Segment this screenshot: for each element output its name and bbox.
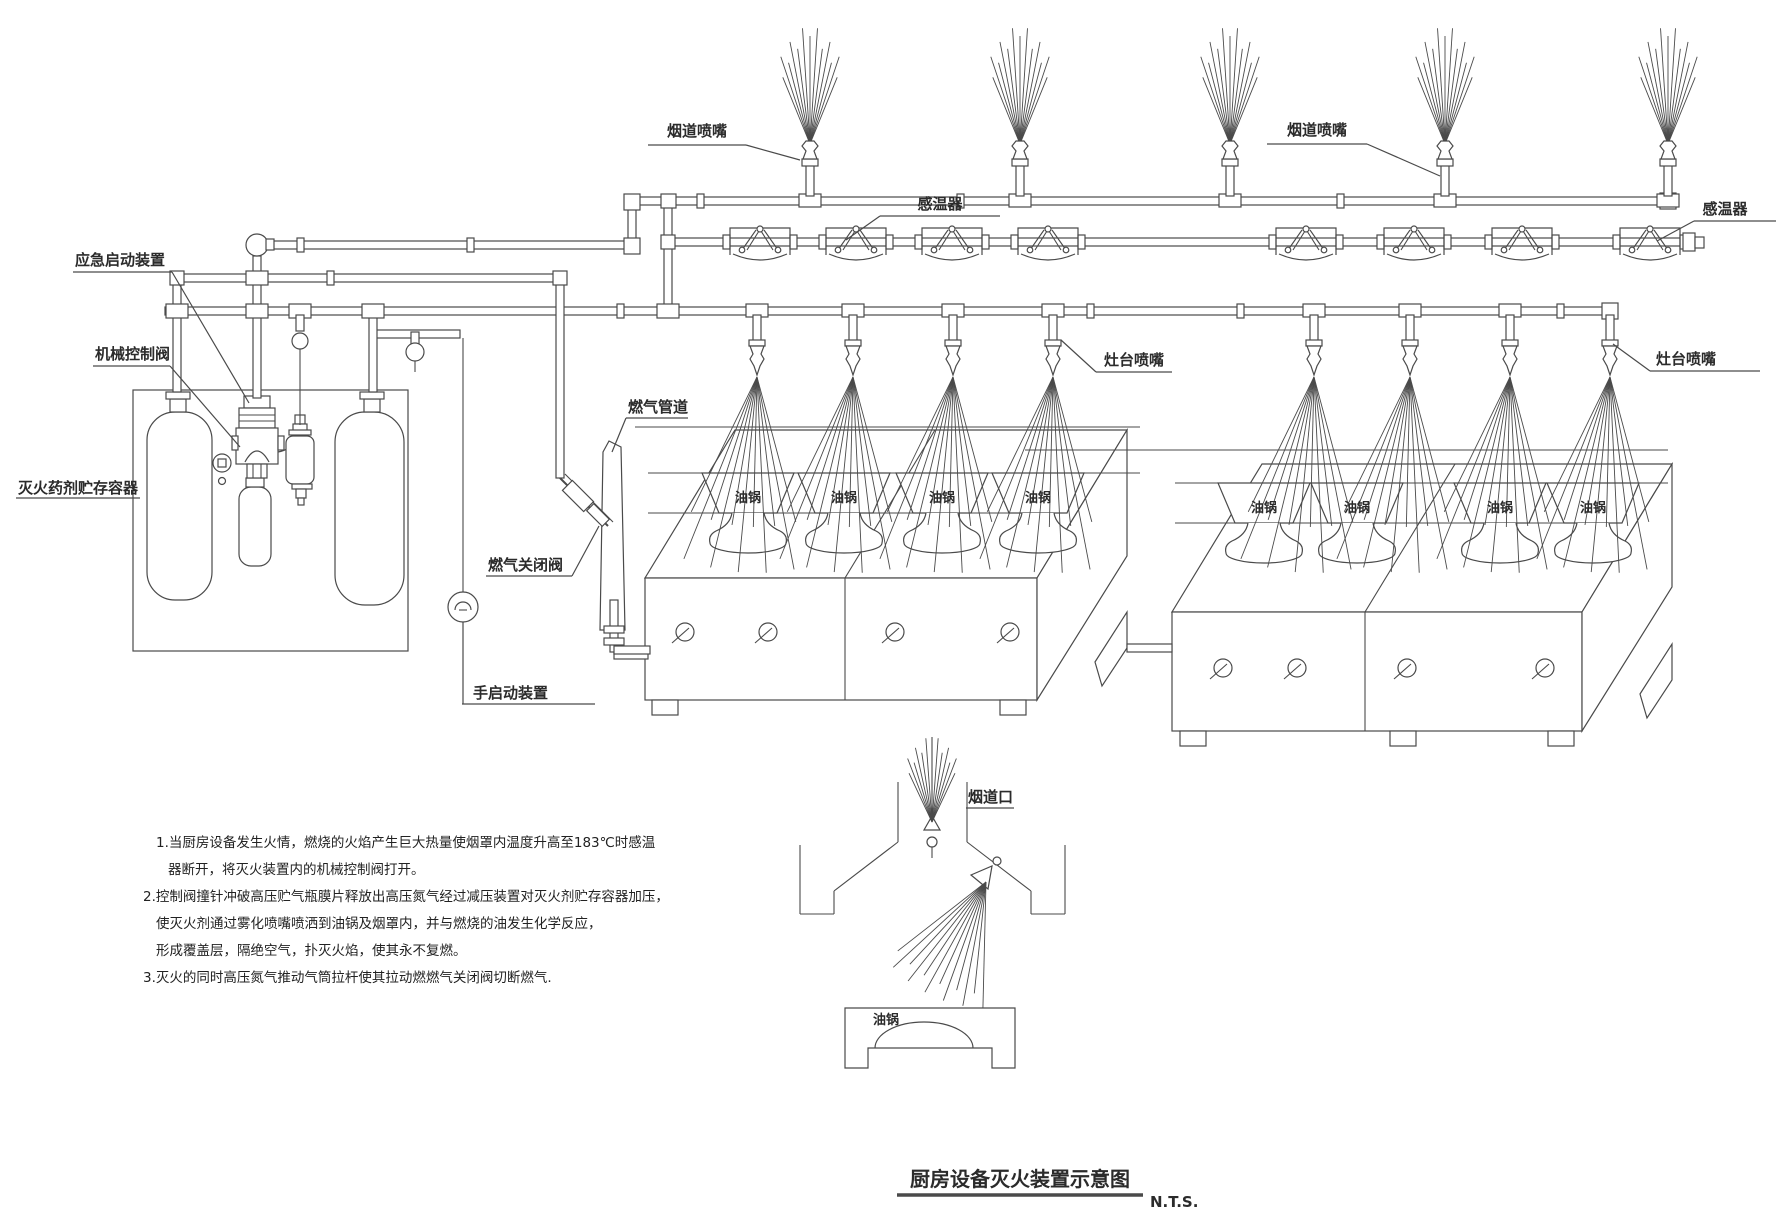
label-layer: 烟道喷嘴 烟道喷嘴 感温器 感温器 应急启动装置 机械控制阀 灭火药剂贮存容器 … [17,121,1748,1211]
wok-label: 油锅 [735,490,761,506]
wok-label: 油锅 [1580,500,1606,516]
wok-label: 油锅 [929,490,955,506]
note-line: 3.灭火的同时高压氮气推动气筒拉杆使其拉动燃燃气关闭阀切断燃气. [143,970,552,986]
note-line: 器断开，将灭火装置内的机械控制阀打开。 [168,862,425,878]
label-stove-nozzle-left: 灶台喷嘴 [1104,351,1164,369]
diagram-graphics [132,28,1705,1069]
label-leaders [16,143,1776,1197]
wok-label: 油锅 [1025,490,1051,506]
wok-label: 油锅 [1487,500,1513,516]
scale-note: N.T.S. [1150,1193,1198,1211]
label-gas-shutoff-valve: 燃气关闭阀 [488,556,563,574]
wok-label: 油锅 [1251,500,1277,516]
label-temp-sensor-left: 感温器 [917,195,963,213]
wok-label: 油锅 [1344,500,1370,516]
drawing-title: 厨房设备灭火装置示意图 [910,1167,1130,1191]
label-emergency-start: 应急启动装置 [75,251,165,269]
wok-label-detail: 油锅 [873,1012,899,1028]
wok-label: 油锅 [831,490,857,506]
note-line: 使灭火剂通过雾化喷嘴喷洒到油锅及烟罩内，并与燃烧的油发生化学反应， [156,916,602,932]
label-flue-opening: 烟道口 [968,788,1013,806]
label-flue-nozzle-left: 烟道喷嘴 [667,122,727,140]
note-line: 1.当厨房设备发生火情，燃烧的火焰产生巨大热量使烟罩内温度升高至183℃时感温 [156,835,656,851]
note-line: 形成覆盖层，隔绝空气，扑灭火焰，使其永不复燃。 [156,943,467,959]
label-mech-control-valve: 机械控制阀 [95,345,170,363]
note-line: 2.控制阀撞针冲破高压贮气瓶膜片释放出高压氮气经过减压装置对灭火剂贮存容器加压， [143,889,669,905]
label-flue-nozzle-right: 烟道喷嘴 [1287,121,1347,139]
label-temp-sensor-right: 感温器 [1702,200,1748,218]
label-manual-start: 手启动装置 [473,684,548,702]
label-stove-nozzle-right: 灶台喷嘴 [1656,350,1716,368]
label-agent-container: 灭火药剂贮存容器 [17,479,139,497]
label-gas-pipe: 燃气管道 [628,398,688,416]
notes-block: 1.当厨房设备发生火情，燃烧的火焰产生巨大热量使烟罩内温度升高至183℃时感温 … [143,830,669,992]
